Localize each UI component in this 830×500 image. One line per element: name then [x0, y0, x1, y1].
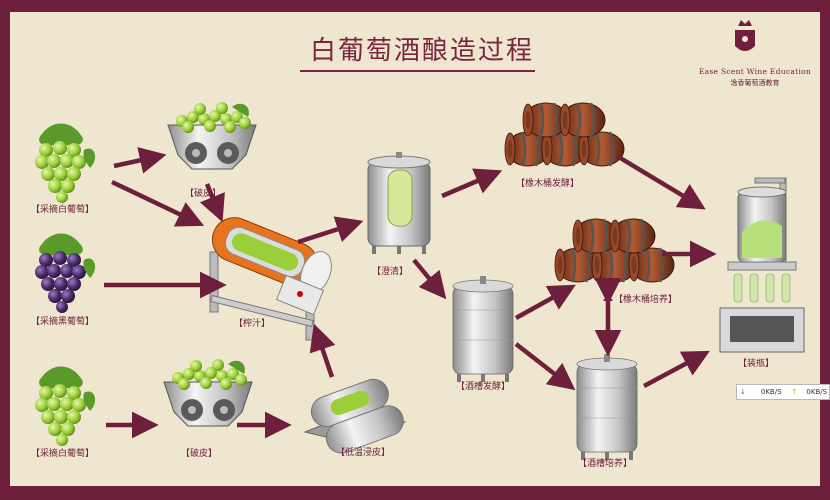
- label-cold-soak: 【低温浸皮】: [336, 448, 391, 458]
- upload-arrow-icon: ↑: [791, 388, 798, 396]
- download-arrow-icon: ↓: [740, 388, 746, 396]
- upload-speed: 0KB/S: [806, 388, 828, 396]
- bottling-machine-icon: [719, 177, 805, 353]
- settling-tank-icon: [367, 152, 431, 254]
- diagram-canvas: 白葡萄酒酿造过程 Ease Scent Wine Education 逸香葡萄酒…: [10, 12, 820, 486]
- label-oak-age: 【橡木桶培养】: [614, 295, 678, 305]
- crusher-icon: [167, 101, 257, 170]
- fermentation-tank-icon: [452, 275, 514, 383]
- label-harvest-white: 【采摘白葡萄】: [31, 205, 95, 215]
- label-harvest-red: 【采摘黑葡萄】: [31, 317, 95, 327]
- label-tank-ferment: 【酒槽发酵】: [456, 382, 511, 392]
- label-crush-2: 【破皮】: [181, 449, 218, 459]
- title-underline: [300, 70, 535, 72]
- label-tank-age: 【酒槽培养】: [578, 459, 633, 469]
- oak-barrels-aging-icon: [553, 217, 676, 284]
- brand-block: Ease Scent Wine Education 逸香葡萄酒教育: [690, 67, 820, 88]
- white-grape-icon-2: [35, 366, 96, 446]
- label-crush: 【破皮】: [185, 189, 222, 199]
- oak-barrels-ferment-icon: [503, 101, 626, 168]
- label-oak-ferment: 【橡木桶发酵】: [516, 179, 580, 189]
- aging-tank-icon: [576, 353, 638, 461]
- red-grape-icon: [35, 233, 96, 313]
- brand-name-en: Ease Scent Wine Education: [698, 67, 812, 76]
- press-icon: [209, 217, 332, 341]
- crusher-icon-2: [163, 358, 253, 427]
- label-harvest-white-2: 【采摘白葡萄】: [31, 449, 95, 459]
- white-grape-icon: [35, 123, 96, 203]
- label-press: 【榨汁】: [234, 319, 271, 329]
- flow-arrows: [104, 147, 717, 439]
- network-speed-widget[interactable]: ↓ 0KB/S ↑ 0KB/S: [736, 384, 830, 400]
- brand-logo: [735, 20, 755, 51]
- label-bottle: 【装瓶】: [738, 359, 775, 369]
- cold-soak-tank-icon: [303, 378, 407, 454]
- page-title: 白葡萄酒酿造过程: [310, 36, 535, 66]
- brand-name-cn: 逸香葡萄酒教育: [730, 79, 780, 87]
- download-speed: 0KB/S: [760, 388, 782, 396]
- process-artwork: [35, 20, 805, 461]
- label-settle: 【澄清】: [372, 267, 409, 277]
